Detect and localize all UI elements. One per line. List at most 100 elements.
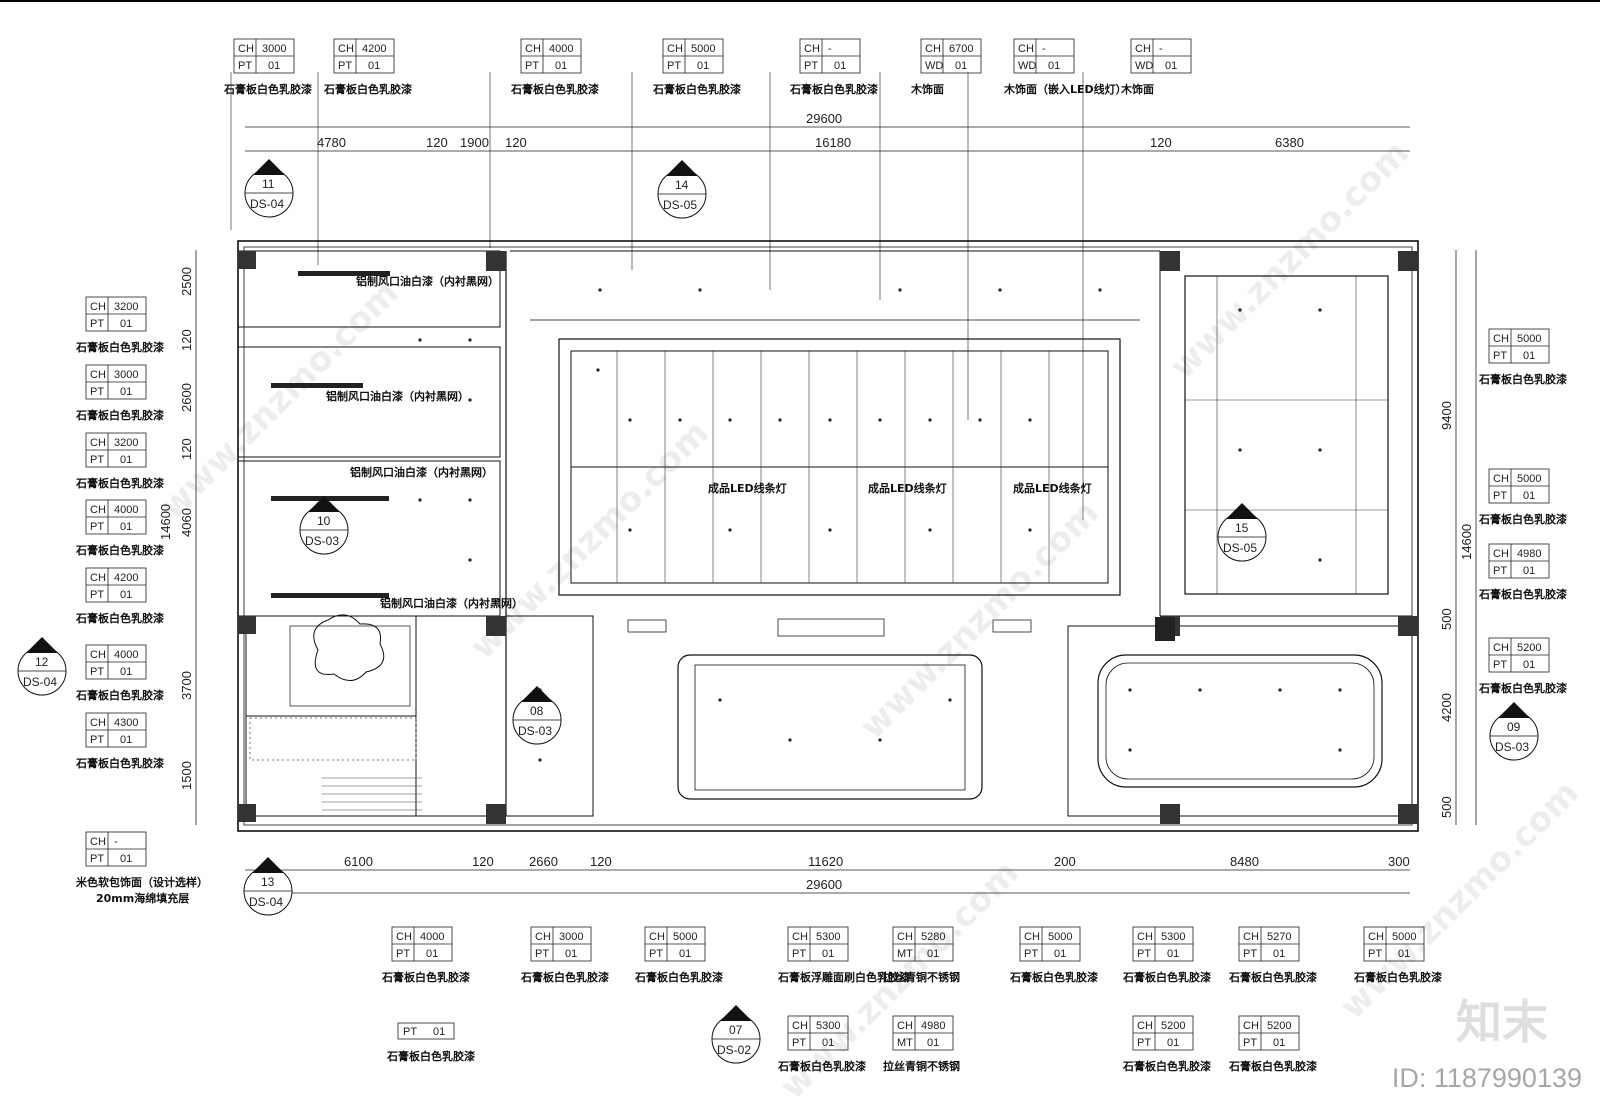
dimension-segment: 500 [1439,608,1454,630]
dimension-segment: 120 [179,329,194,351]
ceiling-height-label: CH [1493,642,1509,654]
material-label: 石膏板白色乳胶漆 [75,543,164,557]
callout-sheet: DS-02 [717,1043,751,1057]
ceiling-height-value: 3000 [262,43,286,55]
material-code: PT [525,60,539,72]
material-label: 石膏板白色乳胶漆 [1478,372,1567,386]
callout-number: 09 [1507,720,1521,734]
material-code: PT [1493,659,1507,671]
ceiling-height-label: CH [1135,43,1151,55]
callout-number: 11 [262,177,275,191]
material-label: 石膏板白色乳胶漆 [789,82,878,96]
material-code: PT [649,948,663,960]
dimension-segment: 120 [472,854,494,869]
material-label: 拉丝青铜不锈钢 [883,970,960,984]
material-label: 石膏板白色乳胶漆 [75,340,164,354]
ceiling-height-value: 3000 [559,931,583,943]
material-num: 01 [1523,565,1535,577]
material-num: 01 [927,948,939,960]
vent-note: 铝制风口油白漆（内衬黑网） [380,596,523,610]
material-num: 01 [1523,490,1535,502]
ceiling-height-value: 4000 [549,43,573,55]
dimension-total: 14600 [1459,524,1474,560]
ceiling-height-label: CH [90,504,106,516]
material-code: PT [1243,1037,1257,1049]
material-num: 01 [368,60,380,72]
ceiling-height-value: 3200 [114,301,138,313]
material-label: 石膏板白色乳胶漆 [1478,587,1567,601]
material-num: 01 [1054,948,1066,960]
callout-sheet: DS-05 [663,198,697,212]
ceiling-height-label: CH [1024,931,1040,943]
material-label: 石膏板白色乳胶漆 [1122,970,1211,984]
callout-number: 12 [35,655,49,669]
material-code: PT [1243,948,1257,960]
material-label: 拉丝青铜不锈钢 [883,1059,960,1073]
dimension-segment: 300 [1388,854,1410,869]
material-num: 01 [120,589,132,601]
ceiling-height-label: CH [1493,333,1509,345]
material-num: 01 [120,853,132,865]
dimension-total: 14600 [158,504,173,540]
material-code: PT [792,1037,806,1049]
material-label: 石膏板白色乳胶漆 [520,970,609,984]
callout-number: 15 [1235,521,1249,535]
material-num: 01 [120,734,132,746]
material-num: 01 [120,318,132,330]
material-num: 01 [1398,948,1410,960]
material-num: 01 [555,60,567,72]
dimension-segment: 120 [590,854,612,869]
material-label: 石膏板白色乳胶漆 [75,756,164,770]
callout-sheet: DS-03 [1495,740,1529,754]
ceiling-height-value: 5300 [1161,931,1185,943]
callout-sheet: DS-04 [23,675,57,689]
material-label: 石膏板白色乳胶漆 [75,408,164,422]
ceiling-height-value: 5000 [1048,931,1072,943]
material-num: 01 [1523,659,1535,671]
ceiling-height-value: 3200 [114,437,138,449]
ceiling-height-label: CH [897,931,913,943]
material-num: 01 [822,1037,834,1049]
ceiling-height-value: 5000 [1392,931,1416,943]
material-label: 石膏板白色乳胶漆 [652,82,741,96]
dimension-segment: 120 [1150,135,1172,150]
material-num: 01 [1048,60,1060,72]
dimension-segment: 120 [179,438,194,460]
material-code: PT [804,60,818,72]
material-code: PT [90,589,104,601]
material-label: 石膏板白色乳胶漆 [510,82,599,96]
callout-sheet: DS-04 [250,197,284,211]
ceiling-height-value: 4300 [114,717,138,729]
callout-number: 08 [530,704,544,718]
dimension-segment: 3700 [179,671,194,700]
material-label: 石膏板白色乳胶漆 [1228,1059,1317,1073]
material-code: PT [1493,565,1507,577]
dimension-segment: 4060 [179,508,194,537]
material-code: PT [90,386,104,398]
callout-sheet: DS-04 [249,895,283,909]
vent-note: 铝制风口油白漆（内衬黑网） [326,389,469,403]
ceiling-height-label: CH [90,301,106,313]
material-num: 01 [822,948,834,960]
dimension-segment: 4200 [1439,693,1454,722]
material-num: 01 [268,60,280,72]
ceiling-height-value: - [1042,43,1046,55]
ceiling-height-value: 5280 [921,931,945,943]
